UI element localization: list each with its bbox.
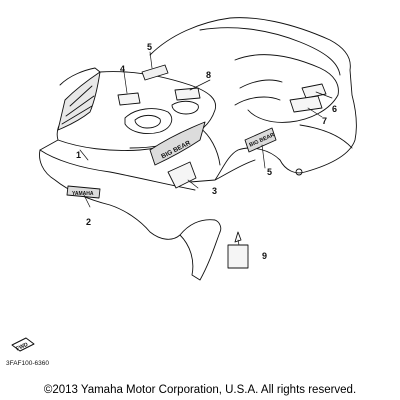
copyright-notice: ©2013 Yamaha Motor Corporation, U.S.A. A… — [43, 384, 357, 396]
part-number-3: 3 — [212, 186, 217, 196]
model-decal-right — [244, 127, 277, 153]
part-number-5-upper: 5 — [147, 42, 152, 52]
decal-4-front — [57, 71, 101, 131]
leader-lines — [79, 51, 333, 254]
decal-4-tag — [117, 92, 141, 106]
fwd-arrow — [11, 337, 35, 352]
part-number-8: 8 — [206, 70, 211, 80]
decal-6 — [301, 83, 327, 99]
rear-fender-inner-edge — [199, 27, 341, 76]
rear-fender-bolt — [295, 168, 303, 176]
side-panel — [199, 127, 256, 181]
part-number-7: 7 — [322, 116, 327, 126]
rear-carrier-line — [234, 79, 283, 106]
part-number-1: 1 — [76, 150, 81, 160]
fender-arch-right — [179, 231, 221, 281]
decal-9-card — [227, 244, 249, 269]
rear-fender-side — [299, 124, 353, 149]
part-number-6: 6 — [332, 104, 337, 114]
part-number-9: 9 — [262, 251, 267, 261]
decal-8 — [174, 87, 201, 101]
decal-4-lines — [61, 85, 95, 125]
model-decal-left — [149, 121, 206, 166]
part-number-4: 4 — [120, 64, 125, 74]
fuel-cap-area — [124, 108, 173, 135]
fwd-text: FWD — [15, 342, 29, 353]
front-fender-lower — [39, 149, 196, 191]
fuel-cap-inner — [134, 114, 161, 129]
decal-5-strip — [141, 64, 169, 81]
drawing-code: 3FAF100-6360 — [6, 360, 49, 367]
seat-cap — [171, 100, 199, 115]
brand-decal — [66, 185, 101, 199]
rear-fender-deck — [234, 54, 339, 123]
brand-decal-text: YAMAHA — [72, 191, 94, 197]
part-number-2: 2 — [86, 217, 91, 227]
decal-7 — [289, 95, 323, 113]
decal-9-tag — [234, 231, 242, 243]
part-number-5-lower: 5 — [267, 167, 272, 177]
decal-3 — [167, 161, 197, 189]
